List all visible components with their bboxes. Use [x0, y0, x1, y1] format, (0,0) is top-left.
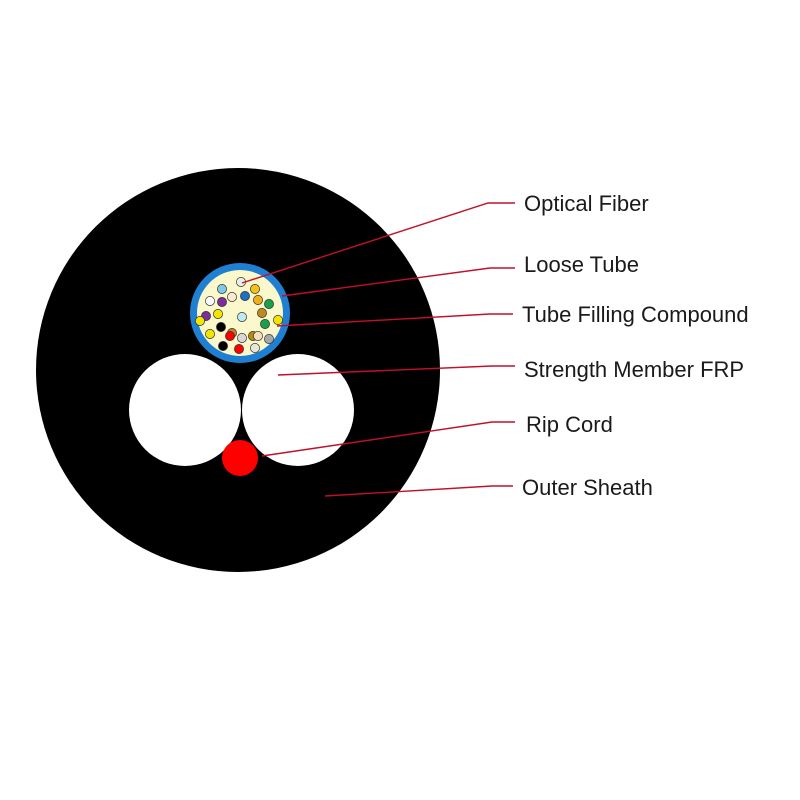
optical-fiber	[195, 316, 205, 326]
optical-fibers-group	[195, 277, 283, 354]
leader-line-outer-sheath	[324, 485, 513, 497]
optical-fiber	[257, 308, 267, 318]
label-optical-fiber: Optical Fiber	[524, 191, 649, 216]
optical-fiber	[260, 319, 270, 329]
optical-fiber	[227, 292, 237, 302]
optical-fiber	[217, 297, 227, 307]
leader-lines	[241, 202, 515, 497]
label-outer-sheath: Outer Sheath	[522, 475, 653, 500]
optical-fiber	[213, 309, 223, 319]
label-rip-cord: Rip Cord	[526, 412, 613, 437]
optical-fiber	[250, 284, 260, 294]
optical-fiber	[217, 284, 227, 294]
optical-fiber	[216, 322, 226, 332]
leader-line-optical-fiber	[241, 202, 515, 284]
leader-line-tube-filling-compound	[276, 313, 513, 327]
optical-fiber	[237, 333, 247, 343]
rip-cord	[222, 440, 258, 476]
strength-member-right	[242, 354, 354, 466]
strength-member-left	[129, 354, 241, 466]
optical-fiber	[205, 329, 215, 339]
optical-fiber	[218, 341, 228, 351]
leader-line-strength-member-frp	[277, 365, 515, 376]
optical-fiber	[273, 315, 283, 325]
outer-sheath	[36, 168, 440, 572]
optical-fiber	[240, 291, 250, 301]
label-loose-tube: Loose Tube	[524, 252, 639, 277]
optical-fiber	[253, 331, 263, 341]
leader-line-loose-tube	[281, 267, 515, 297]
optical-fiber	[205, 296, 215, 306]
optical-fiber	[225, 331, 235, 341]
optical-fiber	[237, 312, 247, 322]
optical-fiber	[250, 343, 260, 353]
label-tube-filling-compound: Tube Filling Compound	[522, 302, 749, 327]
leader-line-rip-cord	[261, 421, 515, 457]
optical-fiber	[234, 344, 244, 354]
label-strength-member-frp: Strength Member FRP	[524, 357, 744, 382]
optical-fiber	[253, 295, 263, 305]
optical-fiber	[264, 334, 274, 344]
optical-fiber	[264, 299, 274, 309]
